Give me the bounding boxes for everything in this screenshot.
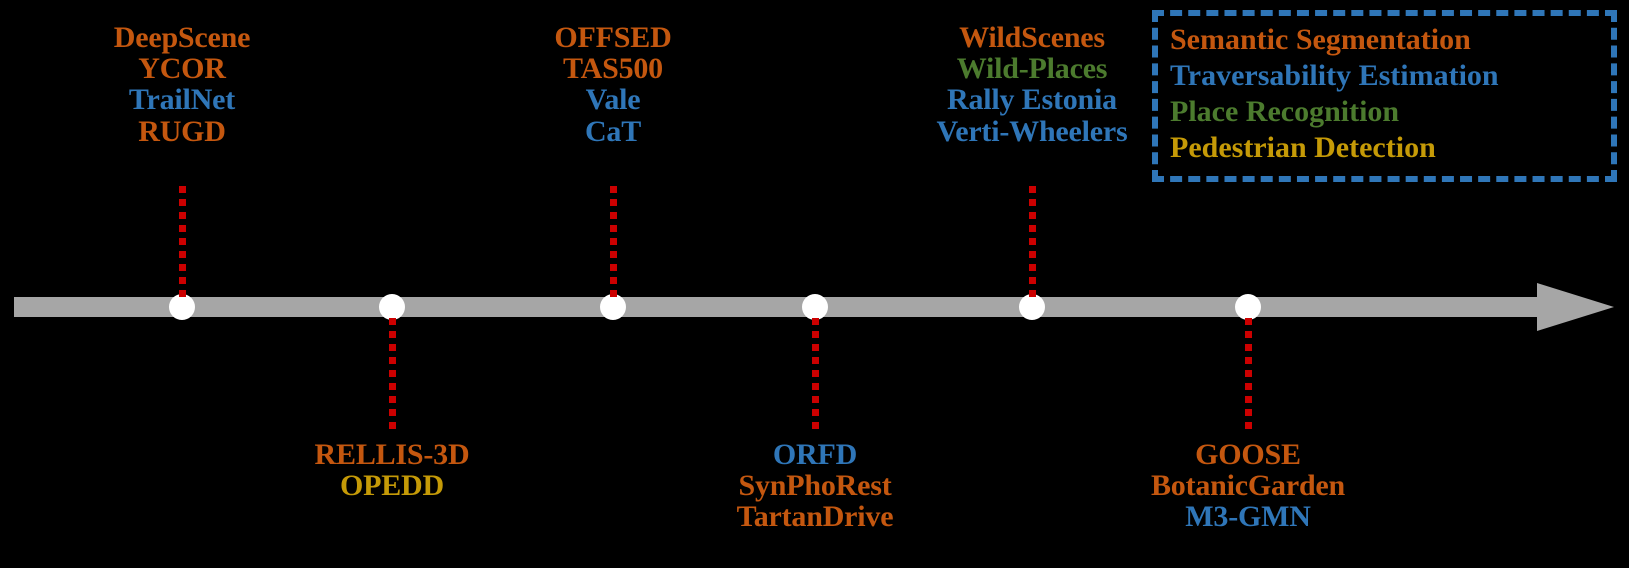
legend-box: Semantic Segmentation Traversability Est… [1152, 10, 1617, 182]
dataset-label: RUGD [138, 114, 226, 148]
timeline-connector-line [388, 318, 396, 431]
legend-item-traversability-estimation: Traversability Estimation [1170, 59, 1499, 92]
timeline-connector-line [1244, 318, 1252, 431]
timeline-connector-line [609, 186, 617, 303]
legend-item-pedestrian-detection: Pedestrian Detection [1170, 131, 1436, 164]
timeline-connector-line [178, 186, 186, 303]
dataset-label: CaT [584, 114, 642, 148]
timeline-node-marker[interactable] [1235, 294, 1261, 320]
dataset-label: Vale [585, 83, 641, 117]
dataset-label: TartanDrive [736, 500, 894, 534]
dataset-label: RELLIS-3D [314, 438, 470, 471]
legend-item-semantic-segmentation: Semantic Segmentation [1170, 23, 1471, 56]
dataset-label: TAS500 [563, 52, 663, 86]
dataset-label: M3-GMN [1185, 500, 1311, 534]
timeline-connector-line [1028, 186, 1036, 303]
dataset-label: SynPhoRest [738, 469, 892, 503]
timeline-node-marker[interactable] [802, 294, 828, 320]
dataset-label: BotanicGarden [1150, 469, 1346, 503]
dataset-label: OPEDD [339, 469, 445, 503]
timeline-connector-line [811, 318, 819, 431]
timeline-axis-bar [14, 297, 1544, 317]
dataset-label: OFFSED [554, 21, 672, 54]
dataset-label: GOOSE [1195, 438, 1301, 471]
dataset-label: YCOR [138, 52, 226, 86]
timeline-arrowhead [1537, 283, 1614, 331]
dataset-label: TrailNet [128, 83, 236, 117]
dataset-label: WildScenes [959, 21, 1105, 54]
dataset-label: Verti-Wheelers [936, 114, 1128, 148]
timeline-node-marker[interactable] [379, 294, 405, 320]
dataset-label: Rally Estonia [947, 83, 1117, 117]
dataset-label: ORFD [772, 438, 858, 471]
dataset-label: DeepScene [113, 21, 251, 54]
dataset-label: Wild-Places [956, 52, 1108, 86]
legend-item-place-recognition: Place Recognition [1170, 95, 1400, 128]
